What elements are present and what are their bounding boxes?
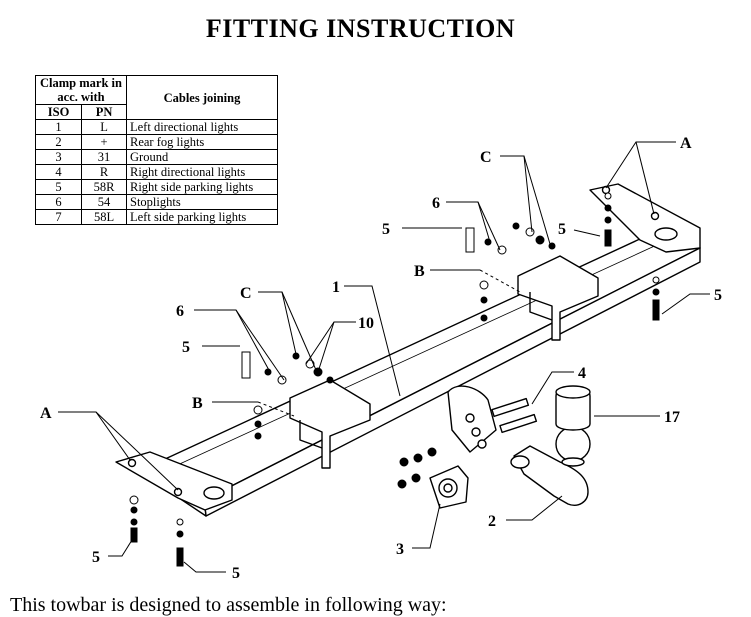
right-clamp-bracket — [517, 255, 599, 341]
callout-a-right: A — [680, 135, 692, 152]
nut-stack-right-b — [652, 276, 660, 321]
callout-4: 4 — [578, 365, 586, 382]
bolt-set-4 — [491, 397, 538, 434]
callout-5: 5 — [92, 549, 100, 566]
left-clamp-bracket — [289, 379, 371, 469]
page-title: FITTING INSTRUCTION — [205, 14, 516, 43]
header-pn: PN — [81, 104, 127, 120]
nut-stack-right-a — [604, 192, 612, 247]
washer-row-right — [484, 222, 556, 255]
callout-c-right: C — [480, 149, 492, 166]
callout-5: 5 — [714, 287, 722, 304]
callout-5: 5 — [182, 339, 190, 356]
bolt-right-5 — [465, 227, 475, 253]
left-plate-hole — [127, 458, 137, 468]
cable-clamp-table: Clamp mark in acc. with Cables joining I… — [34, 75, 278, 225]
callout-a-left: A — [40, 405, 52, 422]
left-end-plate — [115, 451, 233, 511]
callout-2: 2 — [488, 513, 496, 530]
instruction-text: This towbar is designed to assemble in f… — [10, 594, 447, 616]
main-beam — [149, 231, 701, 501]
callout-b-left: B — [192, 395, 203, 412]
callout-3: 3 — [396, 541, 404, 558]
nut-stack-left-a — [129, 495, 139, 543]
callout-5: 5 — [558, 221, 566, 238]
right-plate-hole — [654, 227, 678, 241]
callout-c-left: C — [240, 285, 252, 302]
header-cables-joining: Cables joining — [126, 75, 278, 120]
callout-17: 17 — [664, 409, 680, 426]
left-plate-hole — [173, 487, 183, 497]
callout-6-right: 6 — [432, 195, 440, 212]
callout-5: 5 — [232, 565, 240, 582]
nut-stack-left-b — [176, 518, 184, 567]
callout-5: 5 — [382, 221, 390, 238]
nut-stack-b-left — [253, 405, 263, 440]
callout-1: 1 — [332, 279, 340, 296]
left-plate-hole — [203, 486, 225, 500]
nut-stack-b-right — [479, 280, 489, 322]
right-plate-hole — [650, 211, 660, 221]
tow-ball — [555, 426, 591, 462]
callout-10: 10 — [358, 315, 374, 332]
callout-6-left: 6 — [176, 303, 184, 320]
nut-row-center — [397, 447, 437, 489]
header-clamp-mark: Clamp mark in acc. with — [35, 75, 127, 105]
bolt-left-5 — [241, 351, 251, 379]
callout-b-right: B — [414, 263, 425, 280]
